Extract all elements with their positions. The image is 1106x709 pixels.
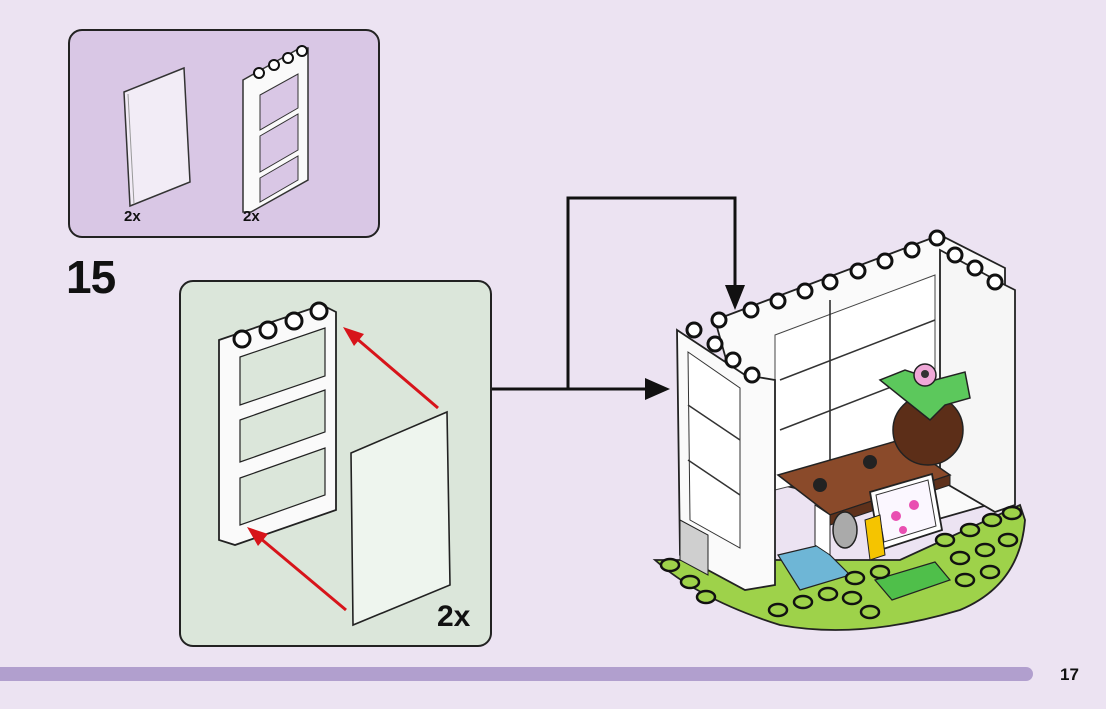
sub-window-frame — [218, 301, 337, 546]
connector-arrow-side — [492, 378, 670, 400]
part-window-frame — [242, 45, 309, 213]
page-number: 17 — [1060, 665, 1079, 684]
sub-assembly-quantity: 2x — [437, 600, 471, 633]
step-number: 15 — [66, 251, 116, 303]
part-quantity-frame: 2x — [243, 208, 260, 225]
part-quantity-glass: 2x — [124, 208, 141, 225]
connector-arrow-top — [566, 196, 745, 389]
parts-list-panel — [68, 29, 380, 238]
main-build-model — [652, 229, 1026, 631]
insertion-arrow-top — [343, 327, 439, 410]
footer-bar — [0, 667, 1033, 681]
insertion-arrow-bottom — [247, 527, 347, 612]
part-glass-pane — [123, 66, 191, 208]
sub-glass-pane — [350, 410, 451, 627]
